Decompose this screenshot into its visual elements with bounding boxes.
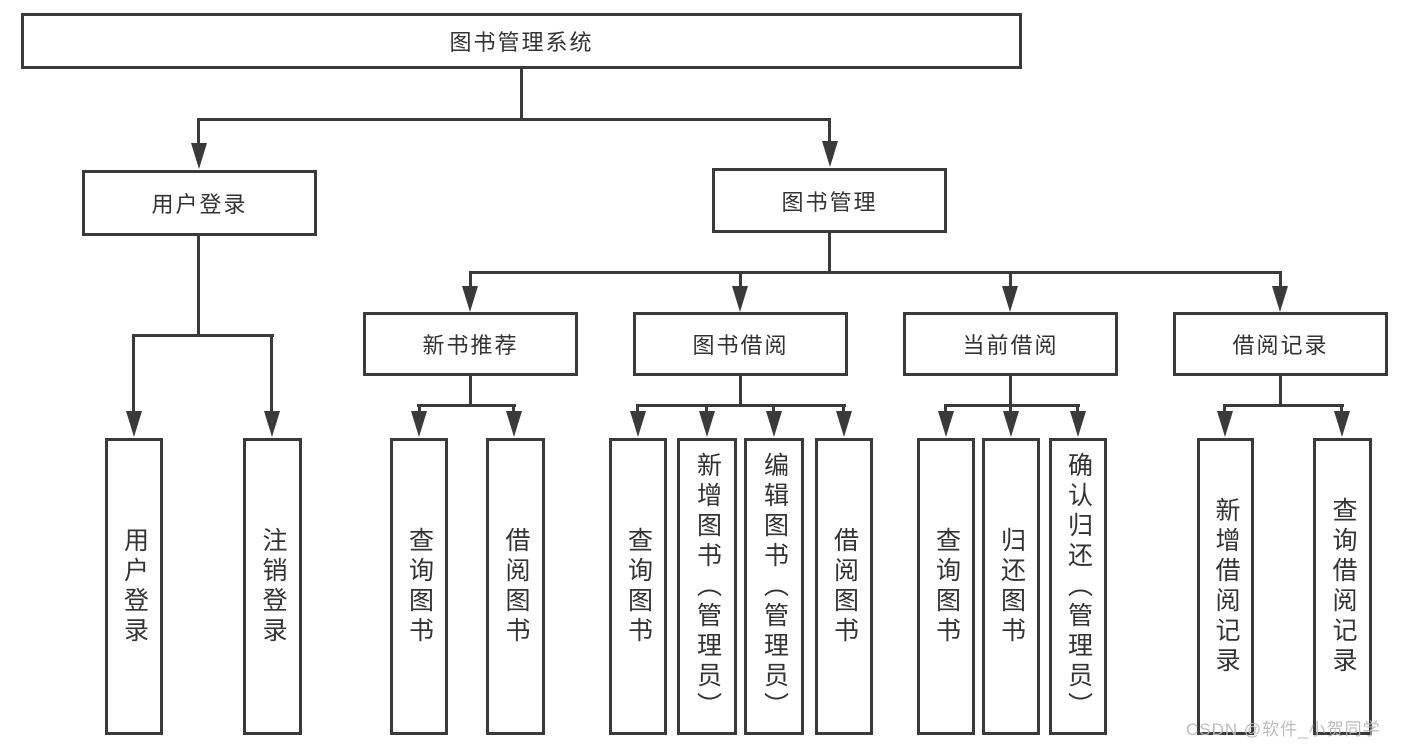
leaf-return-books: 归还图书 (982, 438, 1040, 735)
leaf-borrow-books: 借阅图书 (486, 438, 545, 735)
node-new-book-recommendation: 新书推荐 (363, 312, 578, 376)
leaf-add-books-admin: 新增图书（管理员） (677, 438, 737, 735)
arrow-down-icon (191, 143, 207, 169)
connector-line (828, 233, 831, 273)
arrow-down-icon (732, 286, 748, 312)
leaf-borrow-books: 借阅图书 (815, 438, 873, 735)
connector-line (636, 404, 846, 407)
connector-line (1009, 271, 1012, 288)
arrow-down-icon (462, 286, 478, 312)
connector-line (270, 334, 273, 413)
connector-line (469, 271, 472, 288)
connector-line (739, 376, 742, 406)
connector-line (828, 118, 831, 144)
node-library-management-system: 图书管理系统 (21, 13, 1022, 69)
arrow-down-icon (1334, 411, 1350, 437)
arrow-down-icon (699, 411, 715, 437)
connector-line (739, 271, 742, 288)
node-book-management: 图书管理 (712, 168, 947, 233)
leaf-confirm-return-admin: 确认归还（管理员） (1049, 438, 1107, 735)
node-user-login: 用户登录 (82, 170, 317, 236)
arrow-down-icon (1272, 286, 1288, 312)
leaf-add-borrow-record: 新增借阅记录 (1197, 438, 1254, 735)
connector-line (1279, 271, 1282, 288)
connector-line (418, 404, 421, 416)
connector-line (197, 118, 831, 121)
connector-line (944, 404, 947, 416)
connector-line (197, 236, 200, 336)
leaf-query-books: 查询图书 (609, 438, 667, 735)
connector-line (944, 404, 1080, 407)
connector-line (512, 404, 515, 416)
node-current-borrowing: 当前借阅 (903, 312, 1118, 376)
connector-line (705, 404, 708, 416)
connector-line (132, 334, 274, 337)
connector-line (1009, 404, 1012, 416)
leaf-edit-books-admin: 编辑图书（管理员） (744, 438, 804, 735)
node-book-borrowing: 图书借阅 (633, 312, 848, 376)
connector-line (132, 334, 135, 413)
arrow-down-icon (506, 411, 522, 437)
arrow-down-icon (264, 411, 280, 437)
node-borrowing-records: 借阅记录 (1173, 312, 1388, 376)
arrow-down-icon (1002, 286, 1018, 312)
connector-line (417, 404, 516, 407)
connector-line (1076, 404, 1079, 416)
leaf-query-books: 查询图书 (390, 438, 448, 735)
connector-line (1340, 404, 1343, 416)
leaf-query-borrow-record: 查询借阅记录 (1313, 438, 1372, 735)
connector-line (772, 404, 775, 416)
connector-line (1223, 404, 1344, 407)
connector-line (1279, 376, 1282, 406)
arrow-down-icon (822, 141, 838, 167)
connector-line (1009, 376, 1012, 406)
connector-line (842, 404, 845, 416)
arrow-down-icon (630, 411, 646, 437)
connector-line (469, 376, 472, 406)
arrow-down-icon (1003, 411, 1019, 437)
arrow-down-icon (836, 411, 852, 437)
connector-line (520, 69, 523, 120)
leaf-user-login: 用户登录 (105, 438, 163, 735)
connector-line (636, 404, 639, 416)
arrow-down-icon (126, 411, 142, 437)
arrow-down-icon (1070, 411, 1086, 437)
leaf-logout: 注销登录 (243, 438, 302, 735)
connector-line (469, 271, 1282, 274)
connector-line (197, 118, 200, 146)
csdn-watermark: CSDN @软件_小贺同学 (1186, 720, 1381, 739)
leaf-query-books: 查询图书 (917, 438, 975, 735)
connector-line (1223, 404, 1226, 416)
arrow-down-icon (766, 411, 782, 437)
arrow-down-icon (1217, 411, 1233, 437)
arrow-down-icon (938, 411, 954, 437)
arrow-down-icon (411, 411, 427, 437)
